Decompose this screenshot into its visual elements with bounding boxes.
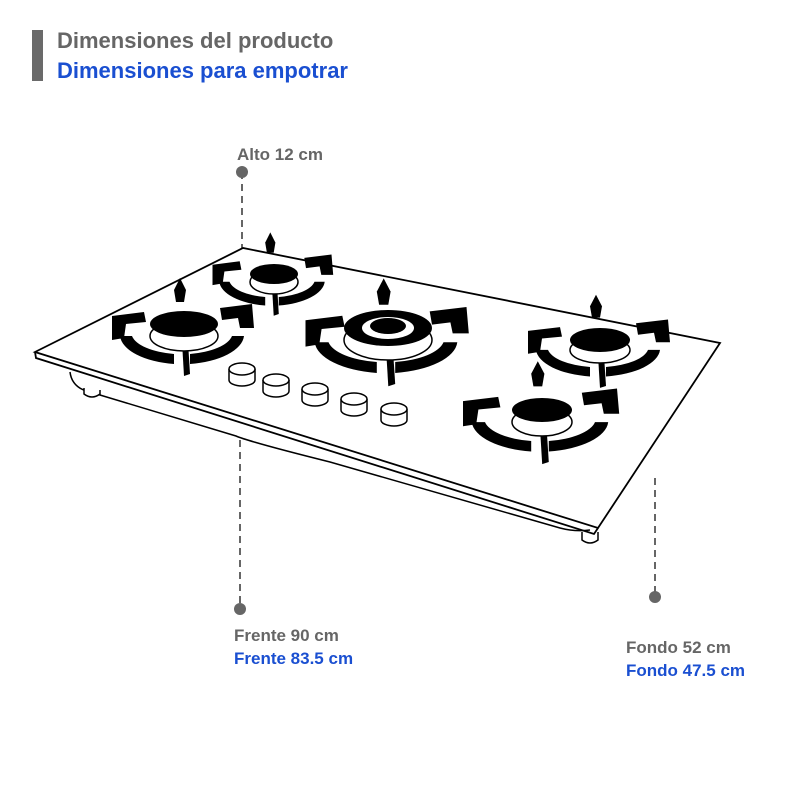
width-marker-dot: [234, 603, 246, 615]
knob-5: [380, 402, 408, 427]
height-product-label: Alto 12 cm: [237, 145, 323, 164]
width-builtin-label: Frente 83.5 cm: [234, 649, 354, 668]
knob-4: [340, 392, 368, 417]
burner-front-left: [112, 278, 254, 376]
depth-marker-dot: [649, 591, 661, 603]
burner-center-wok: [305, 278, 469, 387]
cooktop-base: [69, 371, 599, 544]
width-product-label: Frente 90 cm: [234, 626, 339, 645]
knob-3: [301, 382, 329, 407]
knob-1: [228, 362, 256, 387]
title-accent-bar: [32, 30, 43, 81]
product-dimensions-title: Dimensiones del producto: [57, 28, 334, 53]
control-knobs: [228, 362, 408, 427]
dimension-lines: [239, 172, 656, 606]
burner-front-right: [463, 361, 620, 465]
depth-product-label: Fondo 52 cm: [626, 638, 731, 657]
knob-2: [262, 373, 290, 398]
burner-back-left: [212, 232, 334, 316]
height-marker-dot: [236, 166, 248, 178]
burner-back-right: [528, 294, 670, 388]
depth-builtin-label: Fondo 47.5 cm: [626, 661, 746, 680]
builtin-dimensions-title: Dimensiones para empotrar: [57, 58, 348, 83]
